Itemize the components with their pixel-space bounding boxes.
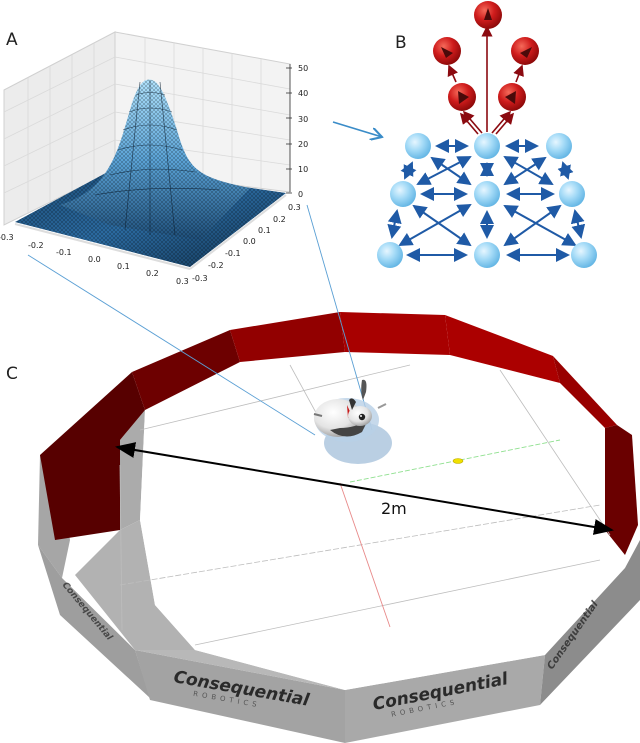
x-tick: 0.0 (88, 255, 101, 264)
y-tick: -0.2 (208, 261, 224, 270)
target-marker (452, 458, 464, 464)
y-tick: -0.1 (225, 249, 241, 258)
output-cell-node (498, 83, 526, 111)
output-edges (447, 25, 524, 135)
z-tick: 50 (298, 64, 308, 73)
place-cell-edges (387, 139, 586, 262)
place-cell-node (474, 133, 500, 159)
y-tick: 0.1 (258, 226, 271, 235)
x-tick: -0.3 (0, 233, 14, 242)
z-axis: 50 40 30 20 10 0 (286, 64, 308, 199)
dimension-arrow (115, 442, 614, 535)
z-tick: 20 (298, 140, 308, 149)
z-tick: 30 (298, 115, 308, 124)
place-cell-node (474, 242, 500, 268)
y-tick: 0.2 (273, 215, 286, 224)
output-cell-node (448, 83, 476, 111)
x-tick: -0.2 (28, 241, 44, 250)
z-tick: 40 (298, 89, 308, 98)
a-to-b-arrow (332, 121, 382, 137)
place-cell-node (546, 133, 572, 159)
surface-plot: 50 40 30 20 10 0 -0.3 -0.2 -0.1 0.0 0.1 … (0, 31, 308, 286)
x-tick: -0.1 (56, 248, 72, 257)
z-tick: 0 (298, 190, 303, 199)
place-cell-node (474, 181, 500, 207)
x-tick: 0.1 (117, 262, 130, 271)
output-cells (433, 1, 539, 111)
place-cell-node (571, 242, 597, 268)
output-cell-node (433, 37, 461, 65)
y-tick: 0.0 (243, 237, 256, 246)
panel-connector-lines (27, 204, 373, 436)
place-cells (377, 133, 597, 268)
x-tick: 0.3 (176, 277, 189, 286)
panel-a-label: A (6, 30, 18, 50)
miro-robot (313, 379, 387, 437)
dimension-label: 2m (381, 499, 407, 518)
y-tick: -0.3 (192, 274, 208, 283)
place-cell-node (390, 181, 416, 207)
output-cell-node (474, 1, 502, 29)
panel-c-label: C (6, 364, 18, 384)
y-tick: 0.3 (288, 203, 301, 212)
x-tick: 0.2 (146, 269, 159, 278)
place-cell-node (377, 242, 403, 268)
arena-floor (140, 352, 605, 690)
place-cell-node (559, 181, 585, 207)
network-diagram (332, 1, 597, 268)
y-axis: 0.3 0.2 0.1 0.0 -0.1 -0.2 -0.3 (189, 194, 301, 283)
panel-b-label: B (395, 33, 407, 53)
output-cell-node (511, 37, 539, 65)
z-tick: 10 (298, 165, 308, 174)
x-axis: -0.3 -0.2 -0.1 0.0 0.1 0.2 0.3 (0, 223, 191, 286)
place-cell-node (405, 133, 431, 159)
